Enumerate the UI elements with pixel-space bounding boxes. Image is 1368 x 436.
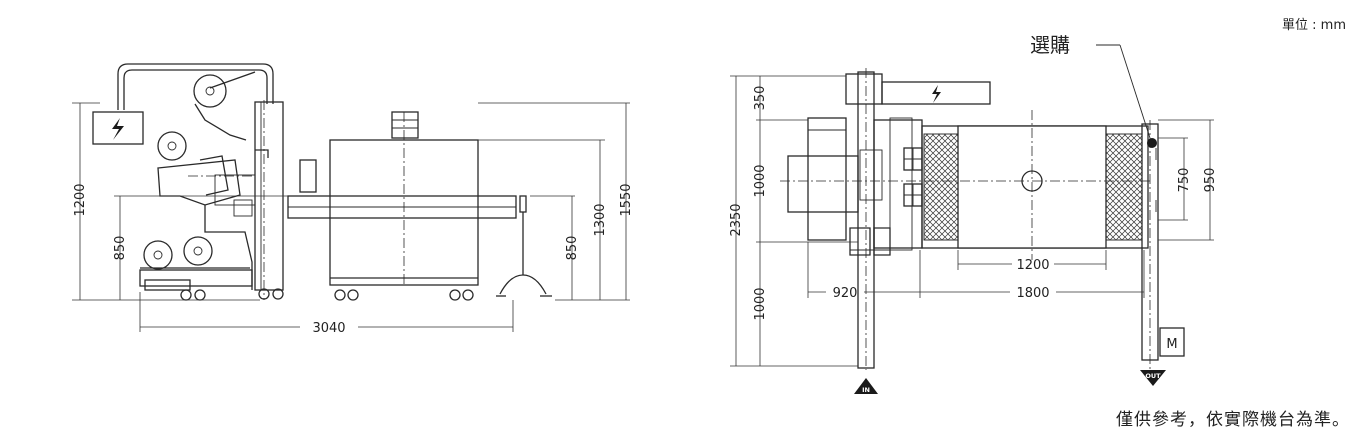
dim-920: 920 bbox=[833, 286, 858, 301]
dim-1550: 1550 bbox=[619, 183, 634, 216]
mesh-in bbox=[923, 133, 959, 241]
dim-3040: 3040 bbox=[312, 321, 345, 336]
unit-label: 單位 : mm bbox=[1282, 18, 1346, 33]
motor-label: M bbox=[1166, 337, 1177, 352]
mesh-out bbox=[1105, 133, 1143, 241]
dim-1000-lower: 1000 bbox=[753, 287, 768, 320]
option-label: 選購 bbox=[1030, 33, 1070, 57]
in-label: IN bbox=[862, 386, 870, 394]
dim-850-right: 850 bbox=[565, 236, 580, 261]
motor-box bbox=[1159, 327, 1185, 357]
out-marker bbox=[1140, 370, 1166, 386]
lightning-icon bbox=[112, 118, 124, 140]
dim-1300: 1300 bbox=[593, 203, 608, 236]
dim-350: 350 bbox=[753, 86, 768, 111]
dim-1200-top: 1200 bbox=[1016, 258, 1049, 273]
disclaimer-note: 僅供參考，依實際機台為準。 bbox=[1116, 410, 1350, 430]
top-view: M 選購 IN OUT 2350 350 1000 1000 750 950 bbox=[729, 33, 1218, 394]
side-view: 3040 1200 850 850 1300 1550 bbox=[72, 63, 634, 336]
dim-1800: 1800 bbox=[1016, 286, 1049, 301]
dim-1200: 1200 bbox=[73, 183, 88, 216]
dim-850-left: 850 bbox=[113, 236, 128, 261]
out-label: OUT bbox=[1145, 372, 1161, 380]
dim-1000-upper: 1000 bbox=[753, 164, 768, 197]
option-marker bbox=[1147, 138, 1157, 148]
dim-750: 750 bbox=[1177, 168, 1192, 193]
dim-2350: 2350 bbox=[729, 203, 744, 236]
in-marker bbox=[854, 378, 878, 394]
dim-950: 950 bbox=[1203, 168, 1218, 193]
lightning-icon-top bbox=[932, 85, 941, 103]
motor bbox=[391, 111, 419, 139]
